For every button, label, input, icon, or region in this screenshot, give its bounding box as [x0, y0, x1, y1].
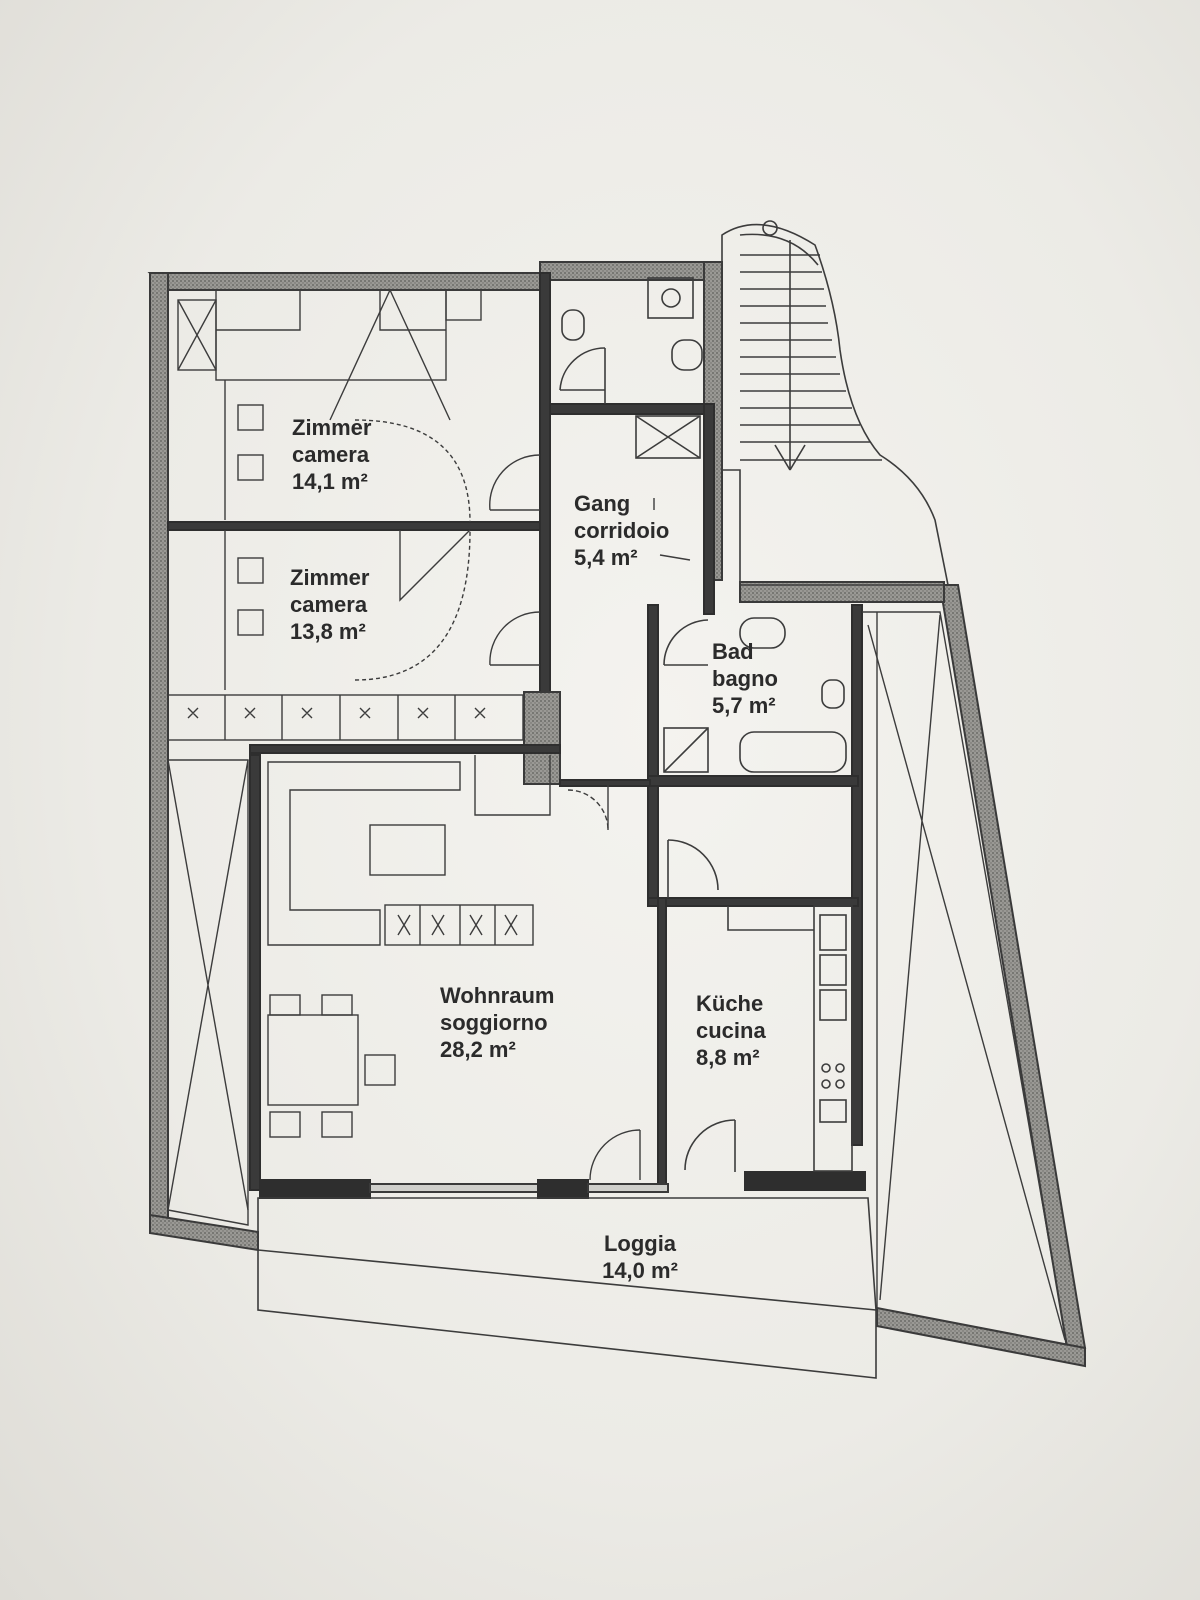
corridor-details [653, 498, 691, 561]
room-name-it: camera [290, 592, 368, 617]
left-balcony [167, 759, 249, 1226]
room-name-it: bagno [712, 666, 778, 691]
room-area: 14,1 m² [292, 469, 368, 494]
interior-walls [167, 272, 866, 1199]
storage-band [167, 694, 524, 741]
room-name-de: Zimmer [290, 565, 370, 590]
room-name-de: Zimmer [292, 415, 372, 440]
room-area: 13,8 m² [290, 619, 366, 644]
room-label-kueche: Küche cucina 8,8 m² [696, 990, 766, 1071]
room-name-de: Bad [712, 639, 754, 664]
staircase [721, 220, 949, 586]
room-name-de: Wohnraum [440, 983, 555, 1008]
room-area: 14,0 m² [602, 1258, 678, 1283]
loggia-outline [257, 1197, 877, 1379]
room-area: 5,4 m² [574, 545, 638, 570]
right-balcony [862, 611, 1068, 1346]
room-label-zimmer-1: Zimmer camera 14,1 m² [292, 414, 371, 495]
room-area: 5,7 m² [712, 693, 776, 718]
room-name-it: corridoio [574, 518, 670, 543]
room-name-it: soggiorno [440, 1010, 548, 1035]
room-area: 28,2 m² [440, 1037, 516, 1062]
kitchen-fixtures [667, 839, 853, 1172]
room-label-gang: Gang corridoio 5,4 m² [574, 490, 669, 571]
bedroom2-furniture [224, 529, 541, 690]
wc-fixtures [559, 277, 703, 459]
bath-fixtures [663, 617, 847, 773]
room-name-it: cucina [696, 1018, 766, 1043]
room-label-bad: Bad bagno 5,7 m² [712, 638, 778, 719]
room-name-de: Loggia [603, 1231, 677, 1256]
room-label-wohnraum: Wohnraum soggiorno 28,2 m² [440, 982, 554, 1063]
room-label-loggia: Loggia 14,0 m² [585, 1230, 695, 1284]
room-name-de: Küche [696, 991, 764, 1016]
room-area: 8,8 m² [696, 1045, 760, 1070]
room-name-de: Gang [574, 491, 631, 516]
bedroom1-furniture [177, 288, 541, 523]
living-furniture [267, 755, 641, 1181]
room-name-it: camera [292, 442, 370, 467]
room-label-zimmer-2: Zimmer camera 13,8 m² [290, 564, 369, 645]
